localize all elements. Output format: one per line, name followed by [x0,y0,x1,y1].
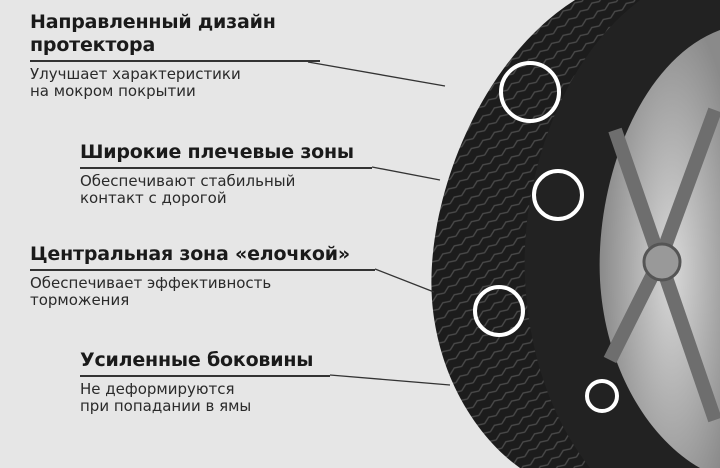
feature-desc-line: торможения [30,291,130,309]
hub [642,242,682,282]
marker-circle-shoulder [532,169,584,221]
feature-title-line: Направленный дизайн [30,11,276,33]
feature-desc-line: на мокром покрытии [30,82,196,100]
feature-desc-line: Улучшает характеристики [30,65,241,83]
feature-wide-shoulders: Широкие плечевые зоны Обеспечивают стаби… [80,141,372,207]
marker-circle-center [473,285,525,337]
marker-circle-sidewall [585,379,619,413]
feature-desc-line: Обеспечивают стабильный [80,172,296,190]
feature-title: Широкие плечевые зоны [80,141,372,169]
feature-herringbone-center: Центральная зона «елочкой» Обеспечивает … [30,243,375,309]
feature-desc-line: Обеспечивает эффективность [30,274,272,292]
feature-desc-line: при попадании в ямы [80,397,252,415]
feature-title-line: протектора [30,34,156,56]
marker-circle-tread [499,61,561,123]
feature-title: Центральная зона «елочкой» [30,243,375,271]
feature-desc-line: Не деформируются [80,380,235,398]
feature-desc-line: контакт с дорогой [80,189,227,207]
feature-title: Усиленные боковины [80,349,330,377]
callout-lines [307,61,451,386]
